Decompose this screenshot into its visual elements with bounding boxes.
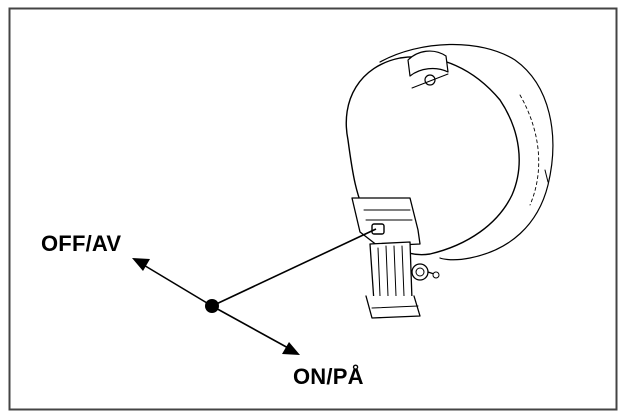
toggle-switch-icon bbox=[371, 223, 385, 235]
lamp-bracket-rib-4 bbox=[401, 245, 405, 297]
on-label: ON/PÅ bbox=[293, 364, 364, 389]
lamp-edge-line-2 bbox=[544, 169, 549, 183]
leader-line bbox=[211, 228, 377, 307]
on-arrow-shaft bbox=[211, 305, 291, 350]
off-arrow-shaft bbox=[141, 263, 213, 307]
switch-direction-indicator bbox=[132, 228, 377, 355]
on-arrow-head bbox=[282, 342, 300, 355]
lamp-band-line bbox=[411, 73, 449, 89]
lamp-side-knob-inner bbox=[415, 267, 425, 277]
off-arrow-head bbox=[132, 258, 150, 271]
lamp-bracket-foot-line bbox=[371, 305, 419, 309]
work-lamp-icon bbox=[345, 43, 554, 319]
off-label: OFF/AV bbox=[41, 231, 122, 256]
lamp-bracket bbox=[369, 241, 413, 303]
lamp-edge-line-1 bbox=[519, 94, 540, 206]
lamp-mount-plate bbox=[351, 197, 421, 247]
diagram-border bbox=[8, 7, 618, 411]
lamp-top-band bbox=[407, 50, 449, 77]
pivot-dot bbox=[205, 299, 219, 313]
lamp-bracket-rib-3 bbox=[393, 245, 397, 297]
lamp-bracket-rib-1 bbox=[377, 247, 381, 297]
lamp-side-knob-end bbox=[432, 271, 440, 279]
lamp-bracket-rib-2 bbox=[385, 245, 389, 297]
